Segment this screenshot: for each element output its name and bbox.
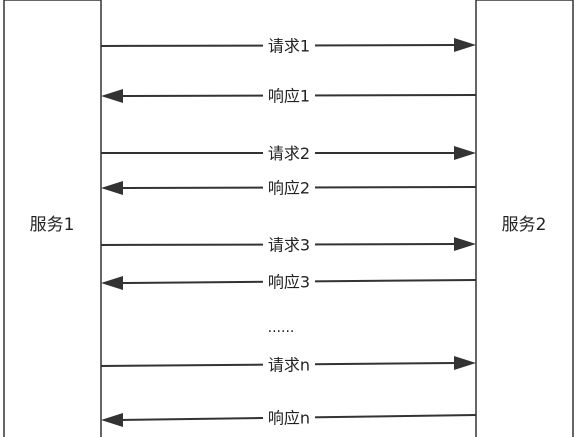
message-4: 响应2 [101, 177, 477, 198]
service-box-right: 服务2 [475, 0, 574, 437]
message-arrows: 请求1 响应1 请求2 响应2 请求3 响应3 请求n 响应n [100, 35, 477, 428]
arrow-head-icon [454, 356, 476, 370]
label-background [263, 85, 315, 106]
arrow-head-icon [101, 276, 123, 290]
message-label: 响应3 [268, 273, 310, 292]
label-background [263, 177, 315, 198]
label-background [263, 271, 315, 292]
service-label-right: 服务2 [502, 215, 547, 235]
arrow-head-icon [454, 237, 476, 251]
arrow-head-icon [454, 38, 476, 52]
message-5: 请求3 [100, 234, 476, 255]
arrow-head-icon [101, 181, 123, 195]
service-box-left: 服务1 [3, 0, 102, 437]
message-label: 请求n [268, 356, 310, 375]
message-label: 响应1 [268, 87, 310, 106]
message-label: 请求1 [268, 37, 310, 56]
ellipsis-text: ...... [268, 320, 295, 336]
label-background [263, 234, 315, 255]
message-label: 响应n [268, 409, 310, 428]
message-1: 请求1 [100, 35, 476, 56]
label-background [263, 35, 315, 56]
message-label: 请求3 [268, 236, 310, 255]
message-7: 请求n [100, 354, 476, 375]
label-background [263, 407, 315, 428]
message-6: 响应3 [101, 271, 477, 292]
message-label: 请求2 [268, 144, 310, 163]
label-background [263, 143, 315, 163]
message-8: 响应n [101, 407, 477, 428]
message-label: 响应2 [268, 179, 310, 198]
arrow-head-icon [454, 146, 476, 160]
message-3: 请求2 [101, 143, 476, 163]
arrow-head-icon [101, 89, 123, 103]
arrow-head-icon [101, 413, 123, 427]
message-2: 响应1 [101, 85, 477, 106]
service-label-left: 服务1 [30, 215, 75, 235]
label-background [263, 354, 315, 375]
